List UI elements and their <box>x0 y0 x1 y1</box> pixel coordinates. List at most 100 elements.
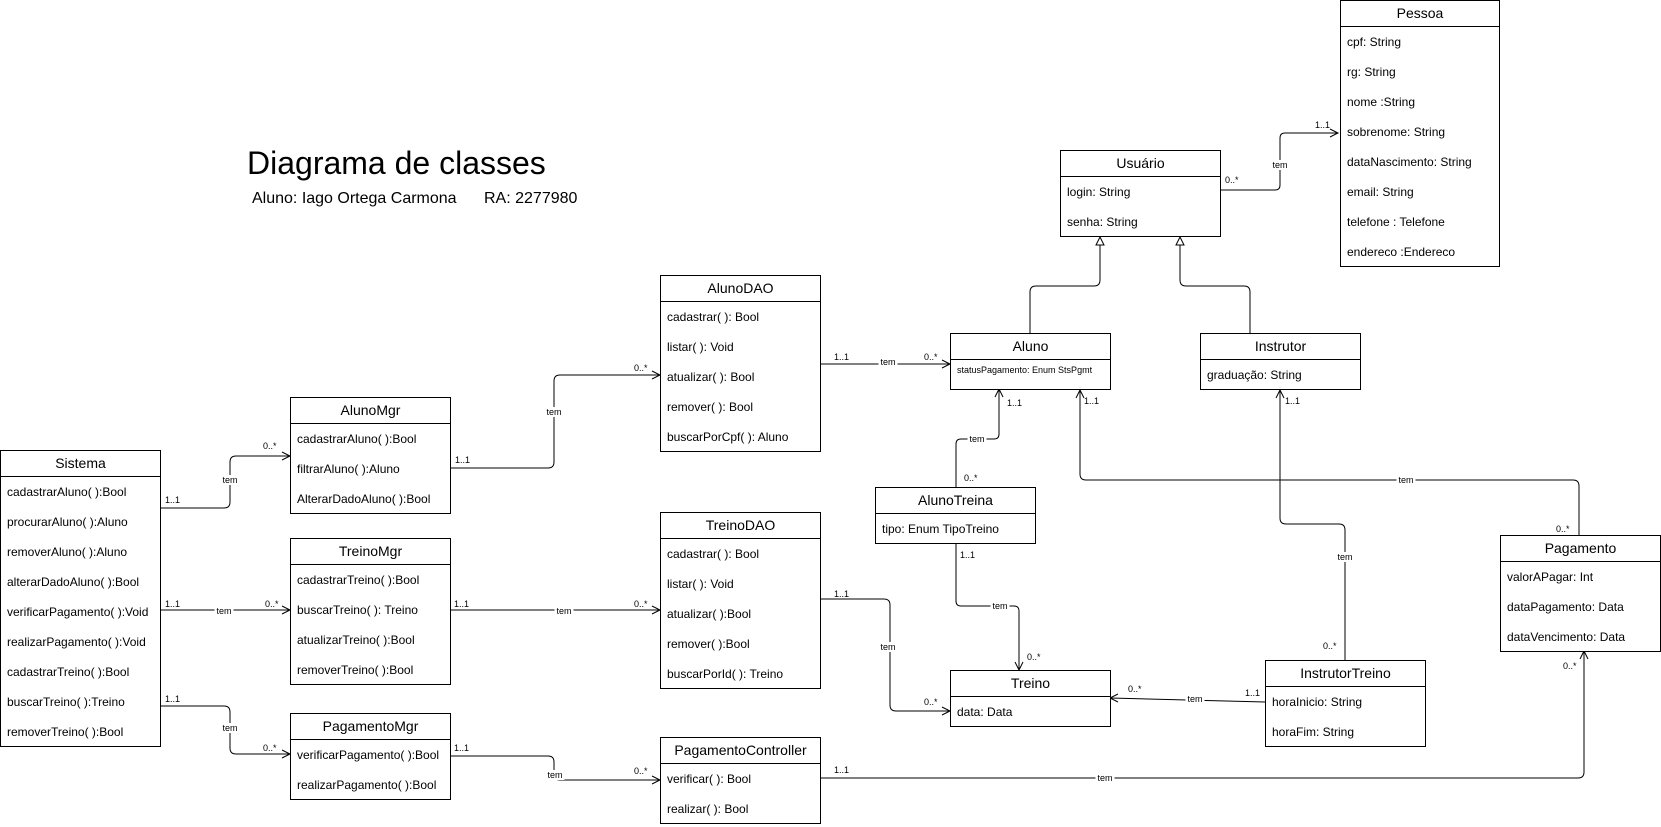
relation-label: tem <box>220 475 240 485</box>
class-instrutortreino[interactable]: InstrutorTreino horaInicio: String horaF… <box>1265 660 1426 747</box>
class-pagamentocontroller[interactable]: PagamentoController verificar( ): Bool r… <box>660 737 821 824</box>
class-alunotreino[interactable]: AlunoTreina tipo: Enum TipoTreino <box>875 487 1036 544</box>
multiplicity-source: 1..1 <box>834 352 850 362</box>
class-name: Usuário <box>1061 151 1220 177</box>
class-instrutor[interactable]: Instrutor graduação: String <box>1200 333 1361 390</box>
class-sistema[interactable]: Sistema cadastrarAluno( ):Bool procurarA… <box>0 450 161 747</box>
class-name: Instrutor <box>1201 334 1360 360</box>
class-method: cadastrarTreino( ):Bool <box>7 665 130 679</box>
class-pagamentomgr[interactable]: PagamentoMgr verificarPagamento( ):Bool … <box>290 713 451 800</box>
multiplicity-target: 0..* <box>924 352 938 362</box>
student-name: Aluno: Iago Ortega Carmona <box>252 190 457 207</box>
multiplicity-source: 1..1 <box>455 455 471 465</box>
class-method: filtrarAluno( ):Aluno <box>297 462 400 476</box>
class-method: AlterarDadoAluno( ):Bool <box>297 492 431 506</box>
class-method: buscarTreino( ): Treino <box>297 603 418 617</box>
relation-label: tem <box>544 407 564 417</box>
multiplicity-target: 1..1 <box>1084 396 1100 406</box>
class-method: alterarDadoAluno( ):Bool <box>7 575 140 589</box>
multiplicity-source: 0..* <box>1225 175 1239 185</box>
class-method: verificarPagamento( ):Bool <box>297 748 440 762</box>
class-alunomgr[interactable]: AlunoMgr cadastrarAluno( ):Bool filtrarA… <box>290 397 451 514</box>
class-name: TreinoDAO <box>661 513 820 539</box>
class-attribute: dataVencimento: Data <box>1507 630 1626 644</box>
class-method: removerTreino( ):Bool <box>297 663 414 677</box>
relation-label: tem <box>1095 773 1115 783</box>
multiplicity-source: 1..1 <box>165 599 181 609</box>
class-method: cadastrarTreino( ):Bool <box>297 573 420 587</box>
multiplicity-target: 0..* <box>634 766 648 776</box>
class-name: InstrutorTreino <box>1266 661 1425 687</box>
edge-instrutortreino-instrutor[interactable] <box>1275 388 1346 660</box>
edge-pagamentocontroller-pagamento[interactable] <box>820 649 1589 779</box>
class-attribute: cpf: String <box>1347 35 1402 49</box>
class-treinodao[interactable]: TreinoDAO cadastrar( ): Bool listar( ): … <box>660 512 821 689</box>
relation-label: tem <box>878 357 898 367</box>
multiplicity-target: 0..* <box>924 697 938 707</box>
class-method: remover( ):Bool <box>667 637 750 651</box>
class-usuario[interactable]: Usuário login: String senha: String <box>1060 150 1221 237</box>
class-treino[interactable]: Treino data: Data <box>950 670 1111 727</box>
relation-label: tem <box>220 723 240 733</box>
generalization-aluno-usuario[interactable] <box>1029 235 1105 333</box>
class-aluno[interactable]: Aluno statusPagamento: Enum StsPgmt <box>950 333 1111 390</box>
class-method: buscarPorId( ): Treino <box>667 667 784 681</box>
relation-label: tem <box>990 601 1010 611</box>
student-ra: RA: 2277980 <box>484 190 578 207</box>
class-attribute: horaFim: String <box>1272 725 1355 739</box>
class-name: Treino <box>951 671 1110 697</box>
multiplicity-target: 1..1 <box>1007 398 1023 408</box>
class-attribute: nome :String <box>1347 95 1416 109</box>
class-method: remover( ): Bool <box>667 400 754 414</box>
class-method: removerAluno( ):Aluno <box>7 545 128 559</box>
class-method: listar( ): Void <box>667 577 734 591</box>
multiplicity-source: 0..* <box>1323 641 1337 651</box>
class-attribute: rg: String <box>1347 65 1396 79</box>
class-alunodao[interactable]: AlunoDAO cadastrar( ): Bool listar( ): V… <box>660 275 821 452</box>
class-attribute: endereco :Endereco <box>1347 245 1456 259</box>
class-attribute: email: String <box>1347 185 1414 199</box>
class-method: cadastrarAluno( ):Bool <box>297 432 417 446</box>
class-attribute: sobrenome: String <box>1347 125 1446 139</box>
class-method: cadastrar( ): Bool <box>667 547 760 561</box>
class-name: PagamentoMgr <box>291 714 450 740</box>
class-pagamento[interactable]: Pagamento valorAPagar: Int dataPagamento… <box>1500 535 1661 652</box>
multiplicity-target: 1..1 <box>1315 120 1331 130</box>
class-name: Sistema <box>1 451 160 477</box>
class-method: atualizar( ): Bool <box>667 370 755 384</box>
class-method: atualizar( ):Bool <box>667 607 752 621</box>
class-attribute: senha: String <box>1067 215 1138 229</box>
class-attribute: dataPagamento: Data <box>1507 600 1624 614</box>
multiplicity-source: 1..1 <box>834 589 850 599</box>
multiplicity-target: 0..* <box>1128 684 1142 694</box>
multiplicity-target: 0..* <box>265 599 279 609</box>
relation-label: tem <box>1185 694 1205 704</box>
class-method: atualizarTreino( ):Bool <box>297 633 415 647</box>
class-method: realizar( ): Bool <box>667 802 749 816</box>
diagram-title: Diagrama de classes <box>247 145 546 181</box>
multiplicity-target: 0..* <box>263 743 277 753</box>
class-attribute: statusPagamento: Enum StsPgmt <box>957 365 1093 375</box>
class-pessoa[interactable]: Pessoa cpf: String rg: String nome :Stri… <box>1340 0 1500 267</box>
class-name: Pagamento <box>1501 536 1660 562</box>
generalization-instrutor-usuario[interactable] <box>1175 235 1251 333</box>
class-method: cadastrar( ): Bool <box>667 310 760 324</box>
class-method: listar( ): Void <box>667 340 734 354</box>
class-attribute: valorAPagar: Int <box>1507 570 1594 584</box>
class-treinomgr[interactable]: TreinoMgr cadastrarTreino( ):Bool buscar… <box>290 538 451 685</box>
class-attribute: tipo: Enum TipoTreino <box>882 522 999 536</box>
relation-label: tem <box>967 434 987 444</box>
multiplicity-source: 1..1 <box>454 599 470 609</box>
class-attribute: graduação: String <box>1207 368 1302 382</box>
edge-pagamento-aluno[interactable] <box>1075 388 1580 535</box>
multiplicity-target: 0..* <box>263 441 277 451</box>
class-name: AlunoDAO <box>661 276 820 302</box>
class-attribute: data: Data <box>957 705 1013 719</box>
class-attribute: horaInicio: String <box>1272 695 1363 709</box>
edge-alunomgr-alunodao[interactable] <box>450 370 662 469</box>
class-name: AlunoTreina <box>876 488 1035 514</box>
class-name: Aluno <box>951 334 1110 360</box>
relation-label: tem <box>1270 160 1290 170</box>
relation-label: tem <box>1396 475 1416 485</box>
class-method: removerTreino( ):Bool <box>7 725 124 739</box>
